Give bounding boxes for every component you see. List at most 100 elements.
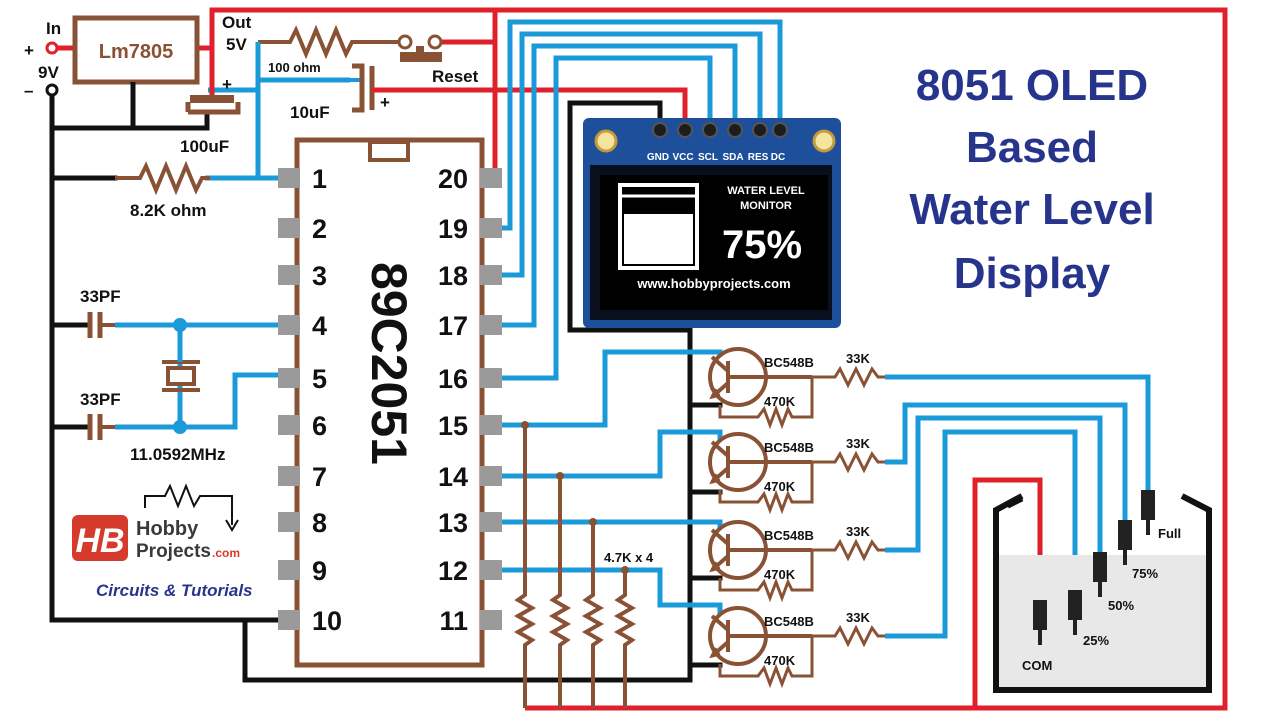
crystal-frequency: 11.0592MHz [130,445,225,464]
regulator-label: Lm7805 [99,41,174,63]
mcu-pin-11 [480,610,502,630]
base-resistor-label-3: 33K [846,524,870,539]
oled-pin-label-res: RES [748,152,769,163]
oled-pin-label-scl: SCL [698,152,718,163]
logo-tagline: Circuits & Tutorials [96,581,253,600]
transistor-label-3: BC548B [764,528,814,543]
mcu-pin-17 [480,315,502,335]
mcu-pin-label-12: 12 [438,556,468,586]
mcu-pin-1 [278,168,300,188]
mcu-pin-label-6: 6 [312,411,327,441]
reset-button[interactable] [400,52,442,62]
capacitor-100uf: + 100uF [180,48,241,156]
oled-pin-sda [727,122,743,138]
mcu-pin-label-8: 8 [312,508,327,538]
transistor-label-1: BC548B [764,355,814,370]
pullup-node-3 [589,518,597,526]
base-resistor-3 [812,538,885,562]
mcu-pin-7 [278,466,300,486]
mcu-pin-label-10: 10 [312,606,342,636]
resistor-8k2: 8.2K ohm [115,160,210,220]
base-resistor-4 [812,624,885,648]
crystal-circuit: 33PF 33PF 11.0592MHz [80,287,225,464]
probe-label-4: 25% [1083,633,1109,648]
base-resistor-label-4: 33K [846,610,870,625]
transistor-label-4: BC548B [764,614,814,629]
transistor-leads-4 [710,614,812,658]
oled-url: www.hobbyprojects.com [636,276,790,291]
mcu-name: 89C2051 [361,262,417,465]
title-line-4: Display [954,249,1111,298]
oled-pin-label-vcc: VCC [672,152,693,163]
probe-label-5: COM [1022,658,1052,673]
bias-resistor-4 [718,636,814,689]
probe-label-3: 50% [1108,598,1134,613]
mcu-pin-5 [278,368,300,388]
mcu-pin-label-16: 16 [438,364,468,394]
logo-line-1: Hobby [136,518,199,540]
mount-hole-left [594,129,618,153]
probe-com [1033,600,1047,630]
pullup-label: 4.7K x 4 [604,550,654,565]
mcu-pin-20 [480,168,502,188]
bias-resistor-3 [718,550,814,603]
output-voltage: 5V [226,35,247,54]
logo-badge-text: HB [75,522,124,560]
mcu-pin-label-18: 18 [438,261,468,291]
base-resistor-label-1: 33K [846,351,870,366]
bias-resistor-1 [718,377,814,430]
minus-sign: – [24,81,33,100]
logo-badge [72,515,128,561]
probe-label-2: 75% [1132,566,1158,581]
mcu-pin-label-17: 17 [438,311,468,341]
mcu-pin-18 [480,265,502,285]
oled-pin-res [752,122,768,138]
base-resistor-1 [812,365,885,389]
mcu-pin-label-20: 20 [438,164,468,194]
cap2-label: 10uF [290,103,330,122]
resistor-100-label: 100 ohm [268,60,321,75]
mcu-pin-9 [278,560,300,580]
bias-resistor-2 [718,462,814,515]
pullup-resistor-2 [548,476,572,708]
input-voltage: 9V [38,63,59,82]
resistor-symbol-icon [144,483,239,532]
pullup-node-1 [521,421,529,429]
pullup-node-2 [556,472,564,480]
input-positive-terminal[interactable] [45,41,59,55]
mount-hole-right [812,129,836,153]
oled-pin-gnd [652,122,668,138]
mcu-pin-4 [278,315,300,335]
water-tank: Full 75% 50% 25% COM [993,490,1212,693]
emitter-arrow-icon [709,647,721,659]
input-negative-terminal[interactable] [45,83,59,97]
transistor-leads-2 [710,440,812,484]
transistor-leads-1 [710,355,812,399]
mcu-pin-14 [480,466,502,486]
plus-sign: + [24,41,34,60]
probe-label-1: Full [1158,526,1181,541]
mcu-pin-label-1: 1 [312,164,327,194]
title-line-1: 8051 OLED [916,61,1148,110]
mcu-pin-12 [480,560,502,580]
mcu-pin-8 [278,512,300,532]
transistor-label-2: BC548B [764,440,814,455]
mcu-pin-label-3: 3 [312,261,327,291]
probe-full [1141,490,1155,520]
mcu-pin-13 [480,512,502,532]
probe-75pct [1118,520,1132,550]
bias-resistor-label-4: 470K [764,653,796,668]
emitter-arrow-icon [709,561,721,573]
oled-pin-label-gnd: GND [647,152,669,163]
mcu-pin-10 [278,610,300,630]
pullup-node-4 [621,566,629,574]
mcu-pin-label-13: 13 [438,508,468,538]
mcu-pin-15 [480,415,502,435]
